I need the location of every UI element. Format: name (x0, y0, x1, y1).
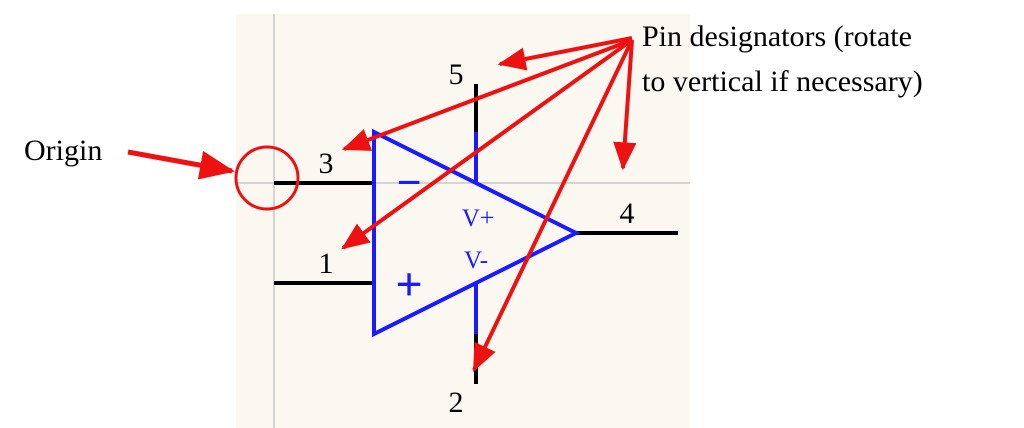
schematic-canvas (236, 14, 690, 428)
pin-designators-label-line1: Pin designators (rotate (642, 20, 912, 53)
origin-circle (234, 145, 300, 211)
designator-arrow-to-pin-3 (341, 38, 633, 151)
pin-designators-label-line2: to vertical if necessary) (642, 65, 923, 98)
origin-label: Origin (24, 134, 102, 167)
pin-5-number: 5 (449, 58, 464, 91)
plus-sign: + (395, 258, 422, 311)
designator-arrow-to-pin-2 (472, 39, 634, 373)
pin-2-number: 2 (449, 386, 464, 419)
origin-arrow (127, 149, 235, 180)
vminus-label: V- (464, 247, 488, 274)
designator-arrow-to-pin-5 (497, 36, 633, 71)
vplus-label: V+ (462, 205, 494, 232)
designator-arrow-to-pin-1 (341, 38, 634, 250)
designator-arrow-to-pin-4 (613, 39, 637, 171)
pin-1-number: 1 (319, 247, 334, 280)
pin-3-number: 3 (319, 147, 334, 180)
pin-4-number: 4 (620, 197, 635, 230)
